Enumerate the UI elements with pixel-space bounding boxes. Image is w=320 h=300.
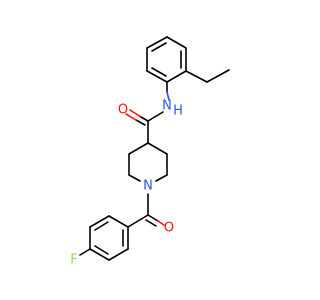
ketone-carbonyl — [127, 214, 165, 228]
amide-nitrogen-label: N — [162, 99, 172, 114]
amide-carbonyl — [125, 109, 164, 144]
ring-nitrogen-label: N — [143, 179, 153, 194]
fluorophenyl-ring — [89, 215, 129, 261]
ethylphenyl-ring — [146, 36, 187, 83]
molecule-diagram: O N H N O F — [70, 36, 230, 268]
nh-bond — [166, 91, 170, 101]
ketone-oxygen-label: O — [164, 221, 174, 236]
ethyl-group — [185, 69, 230, 83]
cf-bond — [79, 248, 91, 256]
fluorine-label: F — [70, 253, 77, 268]
amide-oxygen-label: O — [118, 103, 128, 118]
amide-hydrogen-label: H — [173, 104, 183, 119]
piperidine-ring — [128, 142, 168, 182]
structure-drawing: O N H N O F — [70, 36, 230, 268]
